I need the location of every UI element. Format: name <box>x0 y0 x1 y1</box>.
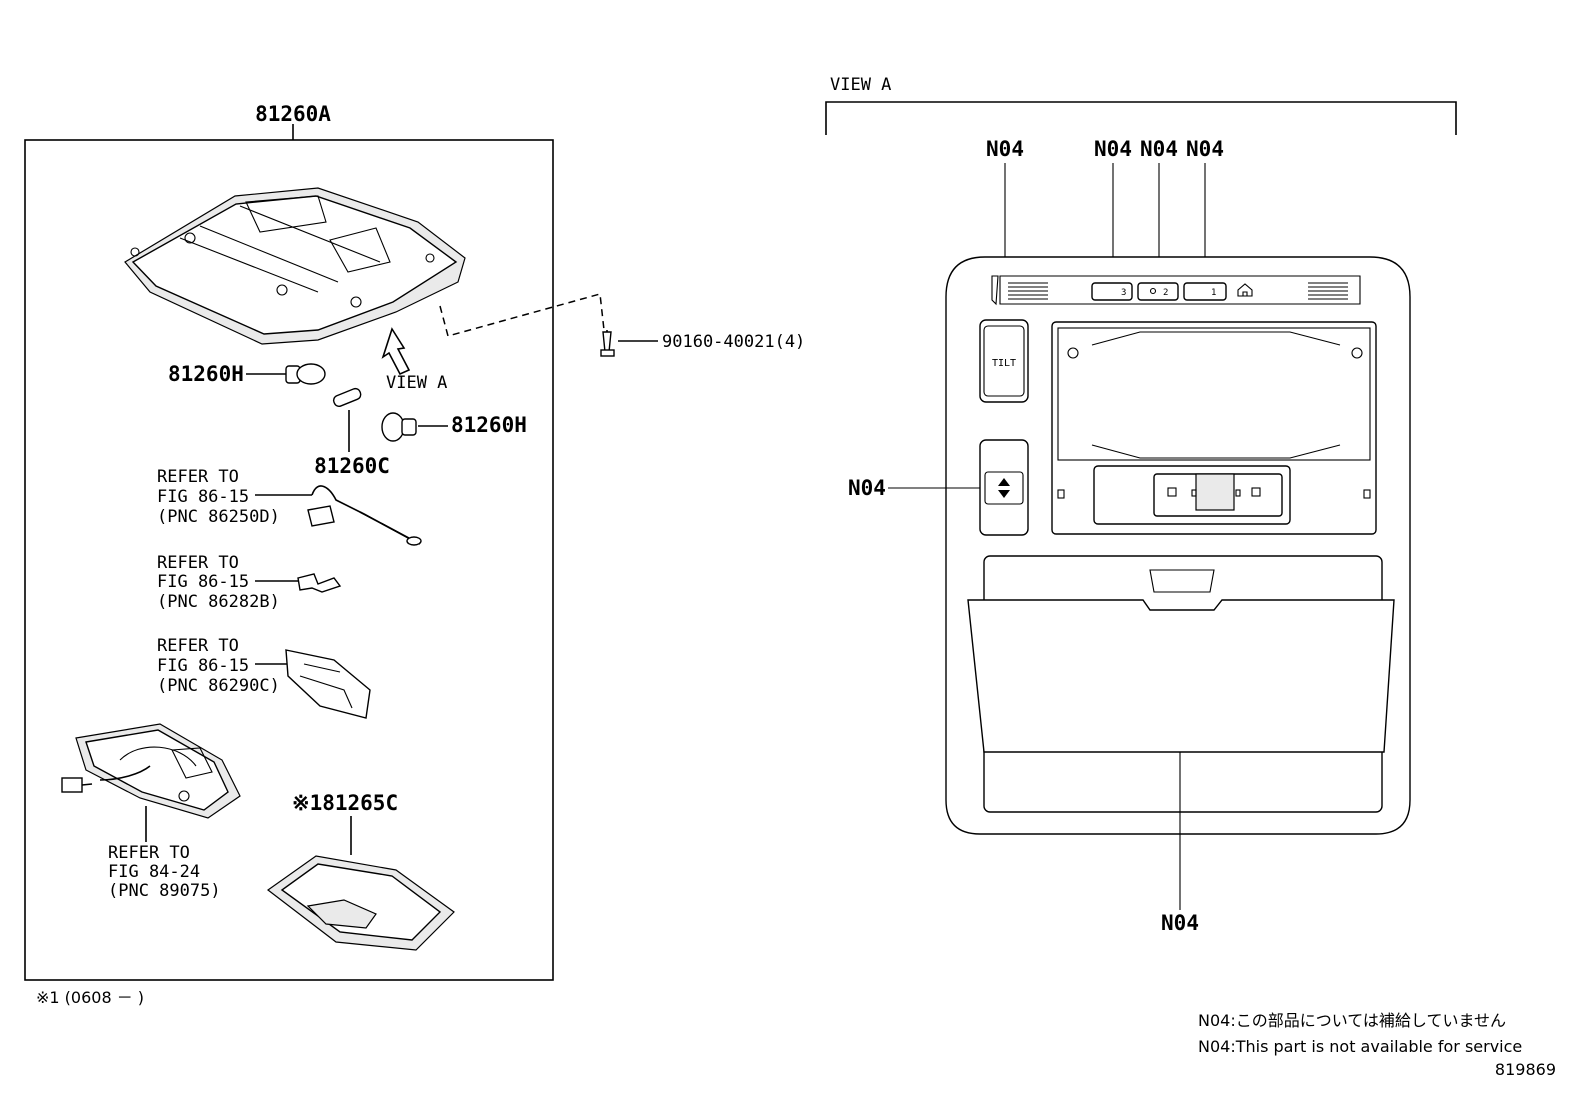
tilt-switch[interactable]: TILT <box>979 319 1029 403</box>
refer1-line3: (PNC 86250D) <box>157 507 280 527</box>
n04-label-button1: N04 <box>1186 137 1224 161</box>
refer4-line3: (PNC 89075) <box>108 881 221 901</box>
n04-label-button3: N04 <box>1094 137 1132 161</box>
bracket-icon <box>297 573 342 593</box>
note-japanese: N04:この部品については補給していません <box>1198 1011 1506 1030</box>
assembly-frame <box>24 139 554 981</box>
refer3-line3: (PNC 86290C) <box>157 676 280 696</box>
svg-text:3: 3 <box>1121 288 1126 298</box>
bulb-left-label: 81260H <box>168 362 244 386</box>
cover-label: ※181265C <box>292 791 398 815</box>
svg-text:1: 1 <box>1211 288 1216 298</box>
notes: N04:この部品については補給していません N04:This part is n… <box>1198 1011 1556 1079</box>
refer1-line1: REFER TO <box>157 467 239 487</box>
console-housing-illustration <box>124 187 466 345</box>
right-panel: VIEW A N04 N04 N04 N04 <box>825 75 1457 935</box>
n04-label-button2: N04 <box>1140 137 1178 161</box>
refer1-line2: FIG 86-15 <box>157 487 249 507</box>
n04-label-tilt: N04 <box>986 137 1024 161</box>
sunroof-switch[interactable] <box>979 439 1029 536</box>
map-lamp-illustration <box>61 723 241 819</box>
refer3-line1: REFER TO <box>157 636 239 656</box>
clip-icon <box>285 649 371 719</box>
bulb-right-icon <box>381 412 417 442</box>
sunglass-holder[interactable] <box>967 555 1395 813</box>
refer2-line2: FIG 86-15 <box>157 572 249 592</box>
refer4-line1: REFER TO <box>108 843 190 863</box>
home-icon <box>1237 283 1253 297</box>
n04-label-sunroof: N04 <box>848 476 886 500</box>
view-a-title: VIEW A <box>830 75 891 95</box>
bulb-left-icon <box>285 363 326 385</box>
view-a-arrow-label: VIEW A <box>386 373 447 393</box>
bulb-right-label: 81260H <box>451 413 527 437</box>
footnote: ※1 (0608 － ) <box>36 988 144 1007</box>
screw-icon <box>600 330 615 357</box>
view-a-arrow <box>381 327 411 376</box>
n04-label-holder: N04 <box>1161 911 1199 935</box>
figure-id: 819869 <box>1495 1060 1556 1079</box>
refer2-line1: REFER TO <box>157 553 239 573</box>
garage-button-2[interactable]: 2 <box>1137 282 1179 301</box>
bulb-center-icon <box>332 387 362 407</box>
refer2-line3: (PNC 86282B) <box>157 592 280 612</box>
garage-button-1[interactable]: 1 <box>1183 282 1227 301</box>
refer4-line2: FIG 84-24 <box>108 862 200 882</box>
cover-illustration <box>266 855 455 951</box>
refer3-line2: FIG 86-15 <box>157 656 249 676</box>
view-a-bracket <box>825 101 1457 135</box>
lamp-lens <box>1051 321 1377 535</box>
wire-harness-illustration <box>307 485 422 546</box>
tilt-text: TILT <box>992 358 1016 369</box>
svg-text:2: 2 <box>1163 288 1168 298</box>
note-english: N04:This part is not available for servi… <box>1198 1037 1522 1056</box>
left-panel: 81260A VIEW A 90160-40021(4) 81260H <box>24 102 805 1007</box>
bulb-center-label: 81260C <box>314 454 390 478</box>
assembly-label: 81260A <box>255 102 331 126</box>
garage-button-3[interactable]: 3 <box>1091 282 1133 301</box>
screw-label: 90160-40021(4) <box>662 332 805 352</box>
